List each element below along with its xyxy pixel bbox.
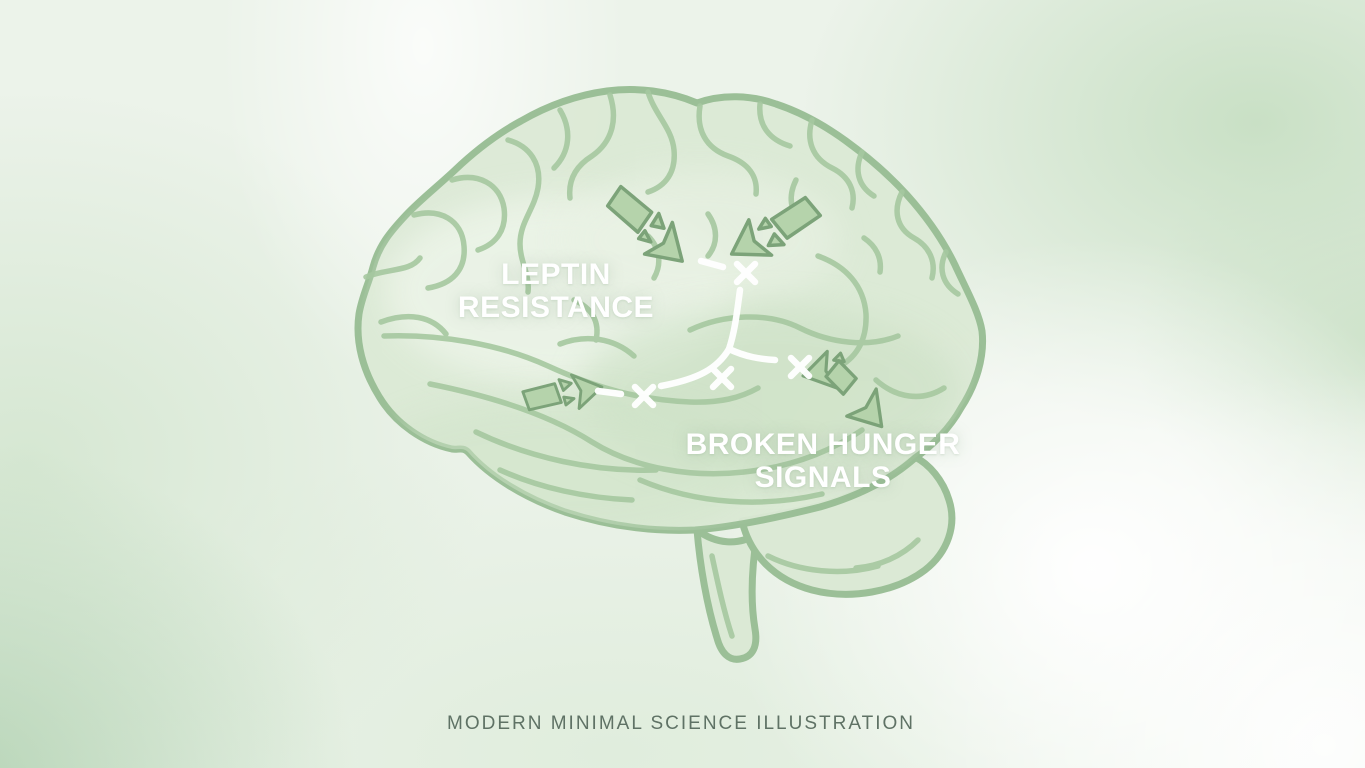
brainstem <box>693 526 761 663</box>
footer-caption: MODERN MINIMAL SCIENCE ILLUSTRATION <box>447 713 915 734</box>
hunger-label-line2: SIGNALS <box>754 461 892 494</box>
pathway-branch-right <box>725 345 779 364</box>
broken-hunger-signals-label: BROKEN HUNGER SIGNALS <box>686 428 961 494</box>
leptin-label-line1: LEPTIN <box>501 258 611 291</box>
pathway-dash <box>697 257 727 271</box>
pathway-branch-left <box>657 345 733 390</box>
hunger-label-line1: BROKEN HUNGER <box>685 428 961 461</box>
x-mark-icon <box>709 365 735 391</box>
broken-arrow-icon <box>729 195 823 257</box>
pathway-stem <box>725 286 744 353</box>
pathway-dash <box>594 387 625 398</box>
leptin-resistance-label: LEPTIN RESISTANCE <box>458 258 654 324</box>
broken-arrow-icon <box>605 184 684 263</box>
broken-arrows <box>521 184 884 429</box>
x-mark-icon <box>787 354 813 380</box>
x-mark-icon <box>733 260 759 286</box>
broken-arrow-icon <box>824 359 884 429</box>
broken-arrow-icon <box>521 373 604 412</box>
leptin-label-line2: RESISTANCE <box>457 291 655 324</box>
neural-branch-icon <box>594 257 813 409</box>
x-mark-icon <box>631 383 657 409</box>
